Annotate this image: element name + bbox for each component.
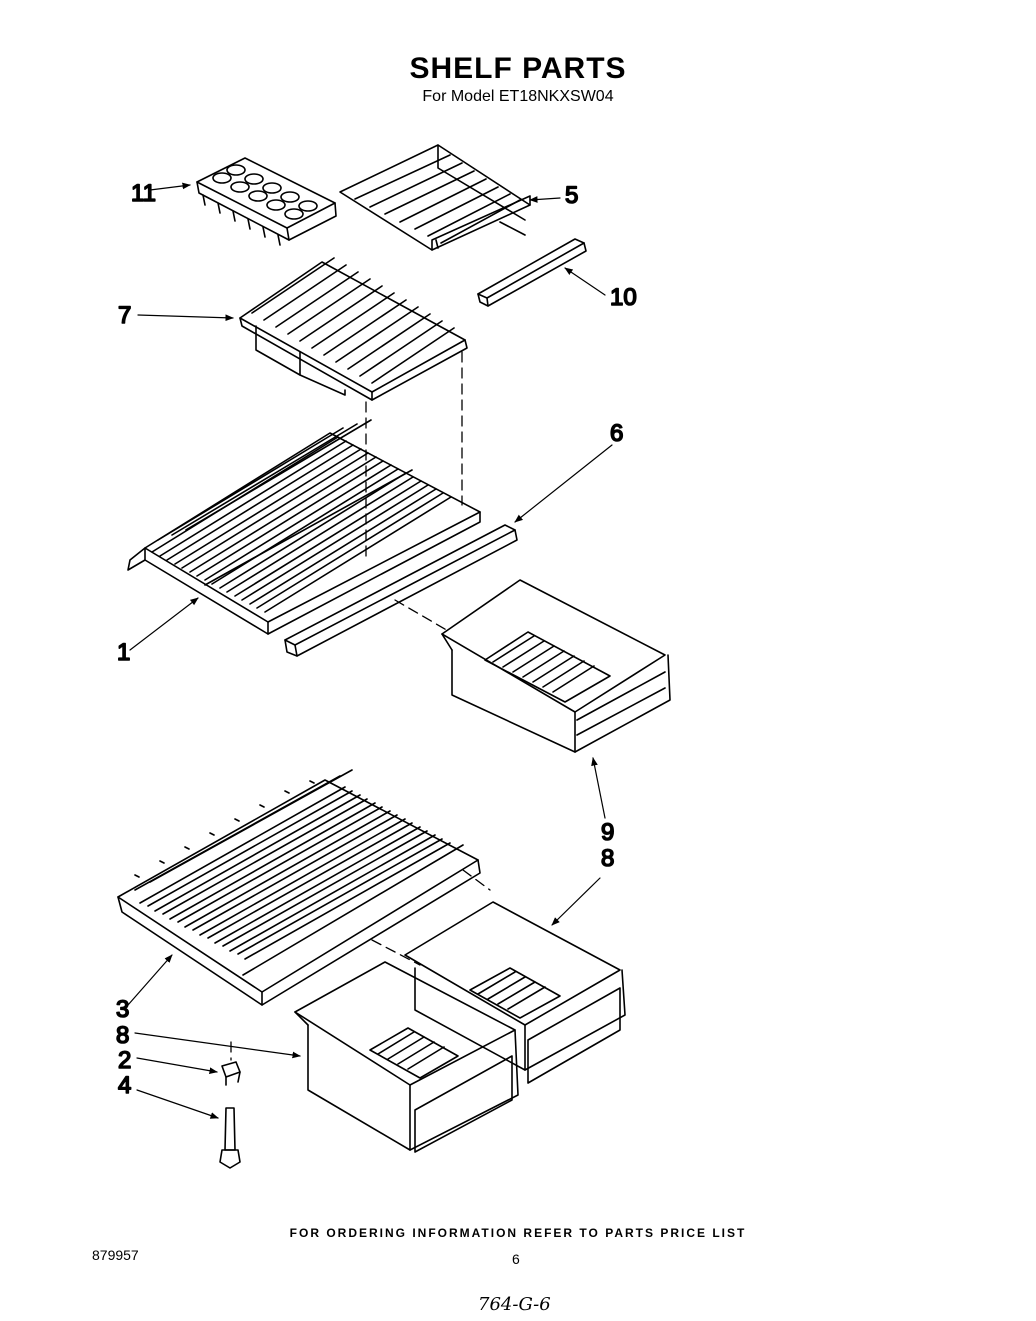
crisper-drawer-icon — [404, 901, 626, 1084]
shelf-trim-icon — [284, 524, 518, 657]
callout-11: 11 — [131, 180, 156, 207]
callout-3: 3 — [116, 996, 129, 1023]
model-subtitle: For Model ET18NKXSW04 — [422, 88, 614, 105]
page-number: 6 — [512, 1251, 520, 1267]
callout-1: 1 — [117, 639, 130, 666]
callout-5: 5 — [565, 182, 578, 209]
callout-9: 9 — [601, 819, 614, 846]
handwritten-note: 764-G-6 — [478, 1294, 551, 1315]
callout-8: 8 — [601, 845, 614, 872]
callout-2: 2 — [118, 1047, 131, 1074]
ordering-footer: FOR ORDERING INFORMATION REFER TO PARTS … — [289, 1226, 747, 1240]
callout-6: 6 — [610, 420, 623, 447]
shelf-support-stud-icon — [219, 1107, 241, 1169]
freezer-shelf-icon — [239, 257, 468, 401]
freezer-wire-shelf-icon — [339, 144, 531, 251]
callout-10: 10 — [610, 284, 637, 311]
page-title: SHELF PARTS — [409, 52, 627, 85]
wire-shelf-icon — [127, 419, 481, 635]
callout-4: 4 — [118, 1072, 131, 1099]
callout-leaders — [127, 182, 613, 1119]
crisper-cover-shelf-icon — [117, 769, 481, 1006]
shelf-support-clip-icon — [221, 1061, 241, 1086]
assembly-guide-lines — [230, 351, 491, 1061]
meat-keeper-drawer-icon — [441, 579, 671, 753]
callout-8: 8 — [116, 1022, 129, 1049]
shelf-trim-bar-icon — [477, 238, 587, 307]
callout-7: 7 — [118, 302, 131, 329]
document-number: 879957 — [92, 1247, 139, 1263]
ice-cube-tray-icon — [196, 157, 337, 246]
crisper-drawer-icon — [294, 961, 519, 1153]
